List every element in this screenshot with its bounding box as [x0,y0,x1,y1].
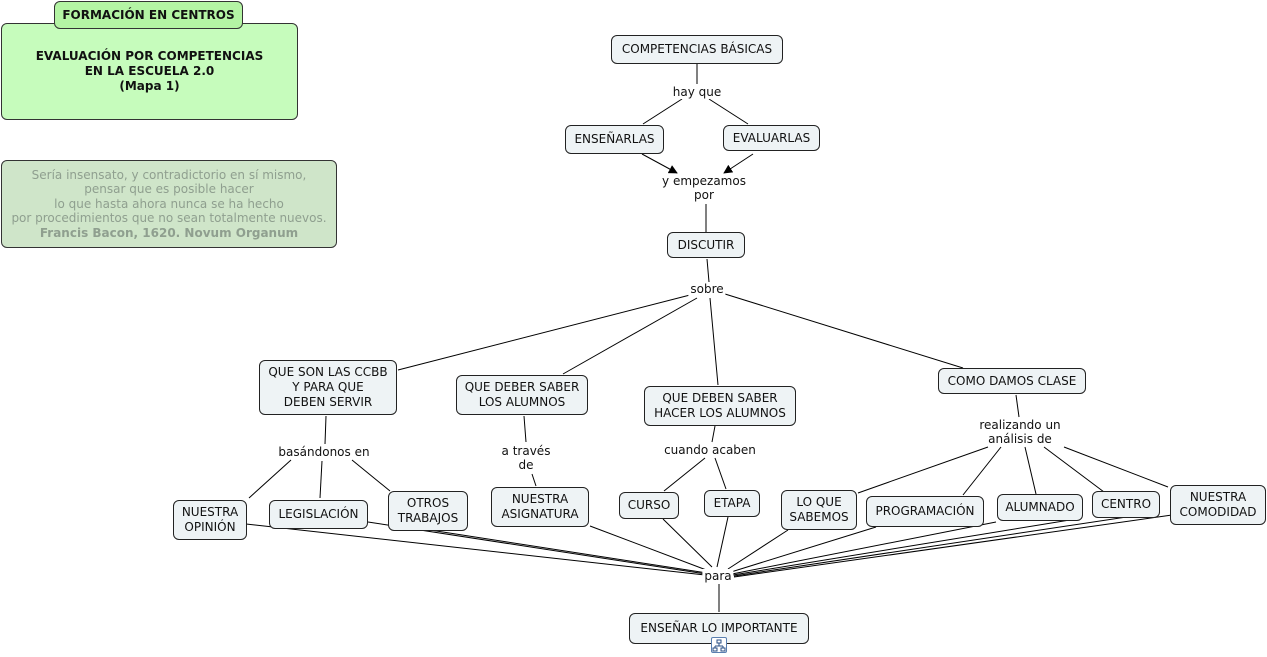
concept-evaluarlas[interactable]: EVALUARLAS [723,125,820,151]
concept-legislacion[interactable]: LEGISLACIÓN [269,500,368,529]
phrase-basandonos-en: basándonos en [276,445,372,459]
concept-centro[interactable]: CENTRO [1092,491,1160,518]
quote-line-3: lo que hasta ahora nunca se ha hecho [54,196,284,211]
concept-discutir[interactable]: DISCUTIR [667,232,745,258]
concept-ensenarlas[interactable]: ENSEÑARLAS [565,125,664,154]
concept-map-link-icon[interactable] [711,637,727,653]
quote-line-4: por procedimientos que no sean totalment… [11,211,327,226]
quote-source: Francis Bacon, 1620. Novum Organum [39,225,299,240]
concept-que-deben-saber-hacer[interactable]: QUE DEBEN SABER HACER LOS ALUMNOS [644,386,796,426]
quote-box: Sería insensato, y contradictorio en sí … [1,160,337,248]
phrase-realizando-un-analisis: realizando un análisis de [977,418,1063,446]
concept-que-son-ccbb[interactable]: QUE SON LAS CCBB Y PARA QUE DEBEN SERVIR [259,360,397,415]
concept-otros-trabajos[interactable]: OTROS TRABAJOS [388,491,468,531]
hierarchy-icon [712,639,726,652]
map-title-box: EVALUACIÓN POR COMPETENCIAS EN LA ESCUEL… [1,23,298,120]
phrase-a-traves-de: a través de [499,444,553,472]
concept-lo-que-sabemos[interactable]: LO QUE SABEMOS [781,490,857,530]
concept-como-damos-clase[interactable]: COMO DAMOS CLASE [938,368,1086,394]
concept-competencias-basicas[interactable]: COMPETENCIAS BÁSICAS [611,35,783,64]
concept-etapa[interactable]: ETAPA [704,490,760,517]
phrase-hay-que: hay que [670,85,724,99]
concept-nuestra-asignatura[interactable]: NUESTRA ASIGNATURA [491,487,589,527]
quote-line-1: Sería insensato, y contradictorio en sí … [31,167,307,182]
concept-alumnado[interactable]: ALUMNADO [997,494,1083,521]
concept-nuestra-comodidad[interactable]: NUESTRA COMODIDAD [1170,485,1266,525]
phrase-sobre: sobre [688,282,726,296]
phrase-para: para [702,569,734,583]
concept-nuestra-opinion[interactable]: NUESTRA OPINIÓN [173,500,247,540]
phrase-cuando-acaben: cuando acaben [662,443,758,457]
concept-curso[interactable]: CURSO [619,492,679,519]
concept-que-deber-saber[interactable]: QUE DEBER SABER LOS ALUMNOS [456,375,588,415]
map-title-tab: FORMACIÓN EN CENTROS [54,1,243,29]
concept-programacion[interactable]: PROGRAMACIÓN [866,496,984,527]
phrase-y-empezamos-por: y empezamos por [660,174,748,202]
quote-line-2: pensar que es posible hacer [84,182,254,197]
